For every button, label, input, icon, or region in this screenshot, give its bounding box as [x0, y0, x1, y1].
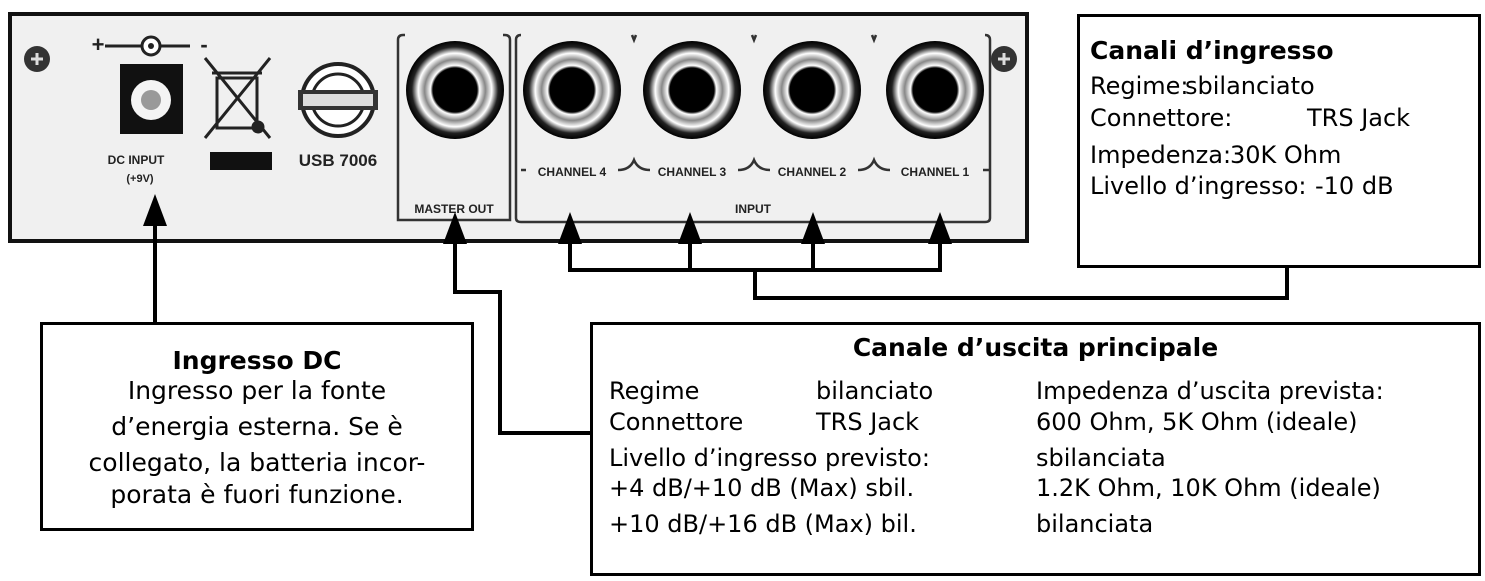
output-impedance-unbal-label: sbilanciata [1036, 444, 1166, 472]
input-level-value: -10 dB [1315, 172, 1394, 200]
dc-input-line-1: Ingresso per la fonte [127, 376, 387, 405]
model-label: USB 7006 [299, 151, 377, 170]
channel-1-jack-icon [886, 41, 984, 139]
channel-2-label: CHANNEL 2 [778, 165, 847, 179]
main-output-title: Canale d’uscita principale [852, 333, 1219, 362]
output-connector-value: TRS Jack [816, 408, 920, 436]
dc-input-box [40, 322, 474, 531]
output-regime-value: bilanciato [816, 377, 934, 405]
input-regime-value: sbilanciato [1185, 72, 1315, 100]
polarity-minus: - [200, 32, 207, 57]
input-impedance-label: Impedenza: [1090, 141, 1232, 169]
channel-divider-line [521, 156, 990, 172]
master-out-label: MASTER OUT [414, 202, 494, 216]
weee-bar-icon [210, 152, 272, 170]
input-connector-label: Connettore: [1090, 104, 1233, 132]
arrow-up-icon [801, 212, 825, 244]
dc-voltage-label: (+9V) [126, 173, 154, 185]
input-level-label: Livello d’ingresso: [1090, 172, 1307, 200]
dc-input-line-3: collegato, la batteria incor- [88, 448, 426, 477]
connector-lines [153, 212, 1289, 435]
screw-icon-left [24, 46, 50, 72]
output-level-bal: +10 dB/+16 dB (Max) bil. [609, 510, 917, 538]
output-impedance-values-1: 600 Ohm, 5K Ohm (ideale) [1036, 408, 1358, 436]
dc-input-title: Ingresso DC [172, 346, 342, 375]
weee-bin-icon [203, 57, 272, 139]
output-impedance-values-2: 1.2K Ohm, 10K Ohm (ideale) [1036, 474, 1381, 502]
dc-input-label: DC INPUT [108, 153, 165, 167]
output-connector-label: Connettore [609, 408, 744, 436]
channel-2-jack-icon [763, 41, 861, 139]
arrow-up-icon [928, 212, 952, 244]
input-channels-title: Canali d’ingresso [1090, 36, 1334, 65]
master-out-jack-icon [406, 41, 504, 139]
output-impedance-label: Impedenza d’uscita prevista: [1036, 377, 1384, 405]
output-regime-label: Regime [609, 377, 700, 405]
input-regime-label: Regime: [1090, 72, 1189, 100]
input-impedance-value: 30K Ohm [1230, 141, 1342, 169]
input-channels-box [1077, 14, 1481, 268]
arrow-up-icon [558, 212, 582, 244]
screw-icon-right [991, 46, 1017, 72]
channel-separator [870, 34, 878, 44]
channel-4-jack-icon [523, 41, 621, 139]
dc-jack-icon [120, 64, 183, 134]
polarity-plus: + [92, 32, 105, 57]
output-level-unbal: +4 dB/+10 dB (Max) sbil. [609, 474, 915, 502]
channel-4-label: CHANNEL 4 [538, 165, 607, 179]
input-connector-value: TRS Jack [1307, 104, 1411, 132]
input-label: INPUT [735, 202, 772, 216]
input-frame [514, 33, 992, 224]
arrow-icons [143, 194, 952, 244]
channel-3-jack-icon [643, 41, 741, 139]
arrow-up-icon [678, 212, 702, 244]
brand-logo-icon [298, 62, 378, 138]
dc-input-line-2: d’energia esterna. Se è [111, 412, 403, 441]
channel-3-label: CHANNEL 3 [658, 165, 727, 179]
main-output-box [590, 322, 1481, 576]
dc-input-line-4: porata è fuori funzione. [110, 480, 404, 509]
output-impedance-bal-label: bilanciata [1036, 510, 1154, 538]
channel-1-label: CHANNEL 1 [901, 165, 970, 179]
output-level-label: Livello d’ingresso previsto: [609, 444, 930, 472]
arrow-up-icon [143, 194, 167, 226]
arrow-up-icon [443, 212, 467, 244]
polarity-symbol [105, 35, 190, 57]
channel-separator [750, 34, 758, 44]
channel-separator [630, 34, 638, 44]
